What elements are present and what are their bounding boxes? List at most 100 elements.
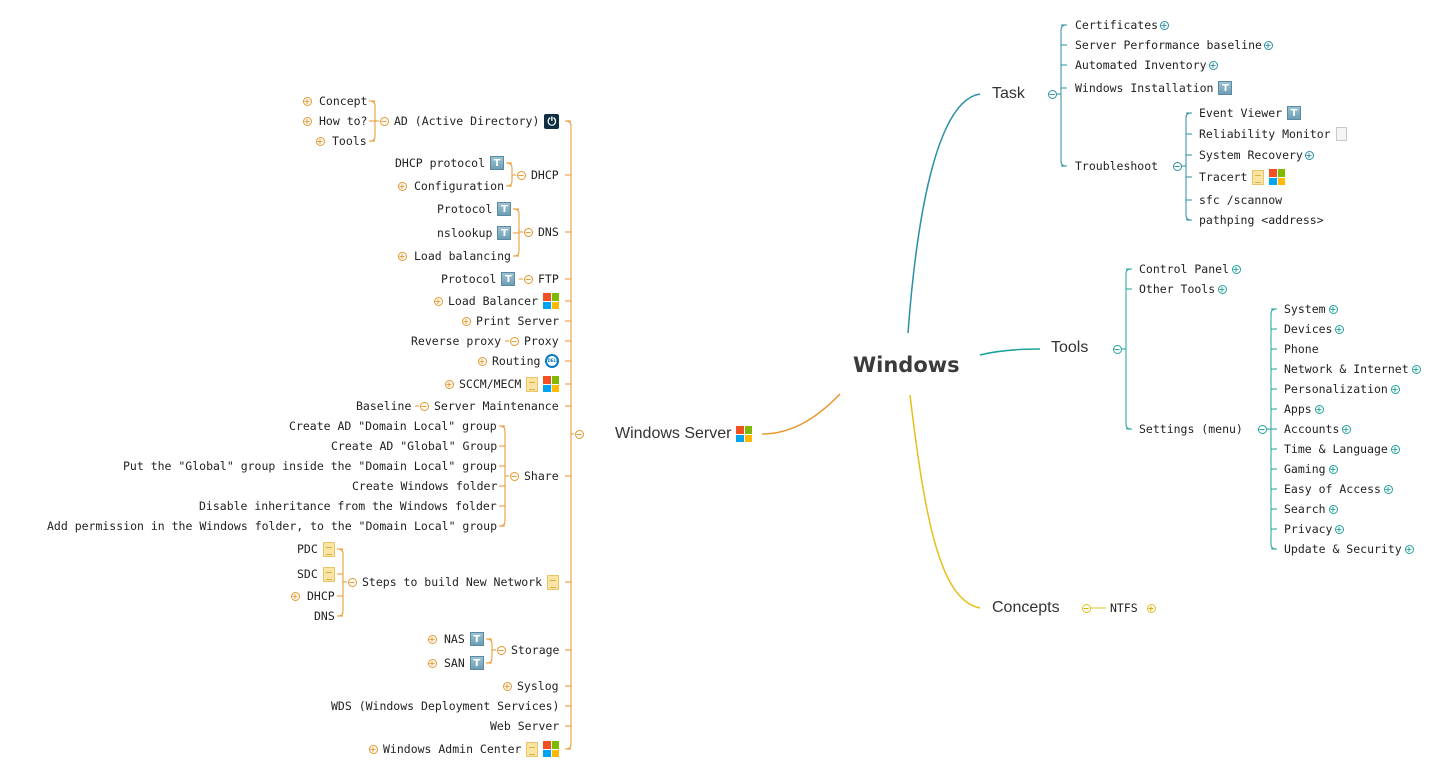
node-ftp[interactable]: FTP (538, 271, 559, 287)
node-ad-active-directory[interactable]: AD (Active Directory)⏻ (394, 113, 560, 129)
node-devices[interactable]: Devices (1284, 321, 1332, 337)
expand-icon[interactable]: + (397, 251, 407, 261)
collapse-icon[interactable]: − (1172, 161, 1182, 171)
node-other-tools[interactable]: Other Tools (1139, 281, 1215, 297)
node-gaming[interactable]: Gaming (1284, 461, 1326, 477)
node-proxy[interactable]: Proxy (524, 333, 559, 349)
node-system[interactable]: System (1284, 301, 1326, 317)
node-disable-inheritance-from-the-windows-folder[interactable]: Disable inheritance from the Windows fol… (199, 498, 497, 514)
expand-icon[interactable]: + (1159, 20, 1169, 30)
collapse-icon[interactable]: − (509, 336, 519, 346)
node-windows[interactable]: Windows (853, 353, 960, 377)
expand-icon[interactable]: + (444, 379, 454, 389)
node-syslog[interactable]: Syslog (517, 678, 559, 694)
node-create-ad-domain-local-group[interactable]: Create AD "Domain Local" group (289, 418, 497, 434)
expand-icon[interactable]: + (1314, 404, 1324, 414)
expand-icon[interactable]: + (1304, 150, 1314, 160)
node-ntfs[interactable]: NTFS (1110, 600, 1138, 616)
expand-icon[interactable]: + (1328, 304, 1338, 314)
expand-icon[interactable]: + (1334, 524, 1344, 534)
expand-icon[interactable]: + (315, 136, 325, 146)
expand-icon[interactable]: + (1328, 504, 1338, 514)
node-share[interactable]: Share (524, 468, 559, 484)
expand-icon[interactable]: + (302, 96, 312, 106)
node-pdc[interactable]: PDC (297, 541, 335, 557)
node-how-to[interactable]: How to? (319, 113, 367, 129)
collapse-icon[interactable]: − (1047, 89, 1057, 99)
expand-icon[interactable]: + (1146, 603, 1156, 613)
expand-icon[interactable]: + (1334, 324, 1344, 334)
collapse-icon[interactable]: − (1257, 424, 1267, 434)
collapse-icon[interactable]: − (1112, 344, 1122, 354)
node-concept[interactable]: Concept (319, 93, 367, 109)
node-task[interactable]: Task (992, 83, 1025, 105)
node-web-server[interactable]: Web Server (490, 718, 559, 734)
expand-icon[interactable]: + (1217, 284, 1227, 294)
expand-icon[interactable]: + (477, 356, 487, 366)
node-load-balancing[interactable]: Load balancing (414, 248, 511, 264)
node-print-server[interactable]: Print Server (476, 313, 559, 329)
collapse-icon[interactable]: − (523, 227, 533, 237)
expand-icon[interactable]: + (1263, 40, 1273, 50)
node-wds-windows-deployment-services[interactable]: WDS (Windows Deployment Services) (331, 698, 559, 714)
node-easy-of-access[interactable]: Easy of Access (1284, 481, 1381, 497)
node-load-balancer[interactable]: Load Balancer (448, 293, 560, 309)
node-server-maintenance[interactable]: Server Maintenance (434, 398, 559, 414)
node-privacy[interactable]: Privacy (1284, 521, 1332, 537)
expand-icon[interactable]: + (1390, 444, 1400, 454)
expand-icon[interactable]: + (1390, 384, 1400, 394)
expand-icon[interactable]: + (502, 681, 512, 691)
node-certificates[interactable]: Certificates (1075, 17, 1158, 33)
node-reverse-proxy[interactable]: Reverse proxy (411, 333, 501, 349)
node-phone[interactable]: Phone (1284, 341, 1319, 357)
node-storage[interactable]: Storage (511, 642, 559, 658)
collapse-icon[interactable]: − (419, 401, 429, 411)
node-windows-admin-center[interactable]: Windows Admin Center (383, 741, 560, 757)
collapse-icon[interactable]: − (1081, 603, 1091, 613)
node-settings-menu[interactable]: Settings (menu) (1139, 421, 1243, 437)
expand-icon[interactable]: + (397, 181, 407, 191)
node-tools[interactable]: Tools (1051, 337, 1088, 359)
node-concepts[interactable]: Concepts (992, 597, 1060, 619)
node-sccm-mecm[interactable]: SCCM/MECM (459, 376, 560, 392)
expand-icon[interactable]: + (1231, 264, 1241, 274)
node-dhcp[interactable]: DHCP (531, 167, 559, 183)
expand-icon[interactable]: + (368, 744, 378, 754)
node-automated-inventory[interactable]: Automated Inventory (1075, 57, 1207, 73)
collapse-icon[interactable]: − (574, 429, 584, 439)
expand-icon[interactable]: + (1328, 464, 1338, 474)
expand-icon[interactable]: + (427, 658, 437, 668)
node-sdc[interactable]: SDC (297, 566, 335, 582)
node-personalization[interactable]: Personalization (1284, 381, 1388, 397)
node-accounts[interactable]: Accounts (1284, 421, 1339, 437)
expand-icon[interactable]: + (302, 116, 312, 126)
node-create-windows-folder[interactable]: Create Windows folder (352, 478, 497, 494)
expand-icon[interactable]: + (461, 316, 471, 326)
node-reliability-monitor[interactable]: Reliability Monitor (1199, 126, 1347, 142)
collapse-icon[interactable]: − (347, 577, 357, 587)
node-dhcp[interactable]: DHCP (307, 588, 335, 604)
node-update-security[interactable]: Update & Security (1284, 541, 1402, 557)
node-system-recovery[interactable]: System Recovery (1199, 147, 1303, 163)
node-configuration[interactable]: Configuration (414, 178, 504, 194)
node-dns[interactable]: DNS (314, 608, 335, 624)
node-apps[interactable]: Apps (1284, 401, 1312, 417)
collapse-icon[interactable]: − (523, 274, 533, 284)
node-pathping-address[interactable]: pathping <address> (1199, 212, 1324, 228)
expand-icon[interactable]: + (1411, 364, 1421, 374)
expand-icon[interactable]: + (1341, 424, 1351, 434)
node-search[interactable]: Search (1284, 501, 1326, 517)
expand-icon[interactable]: + (427, 634, 437, 644)
collapse-icon[interactable]: − (496, 645, 506, 655)
node-add-permission-in-the-windows-folder-to-the-domain-local-group[interactable]: Add permission in the Windows folder, to… (47, 518, 497, 534)
node-troubleshoot[interactable]: Troubleshoot (1075, 158, 1158, 174)
node-tracert[interactable]: Tracert (1199, 169, 1286, 185)
